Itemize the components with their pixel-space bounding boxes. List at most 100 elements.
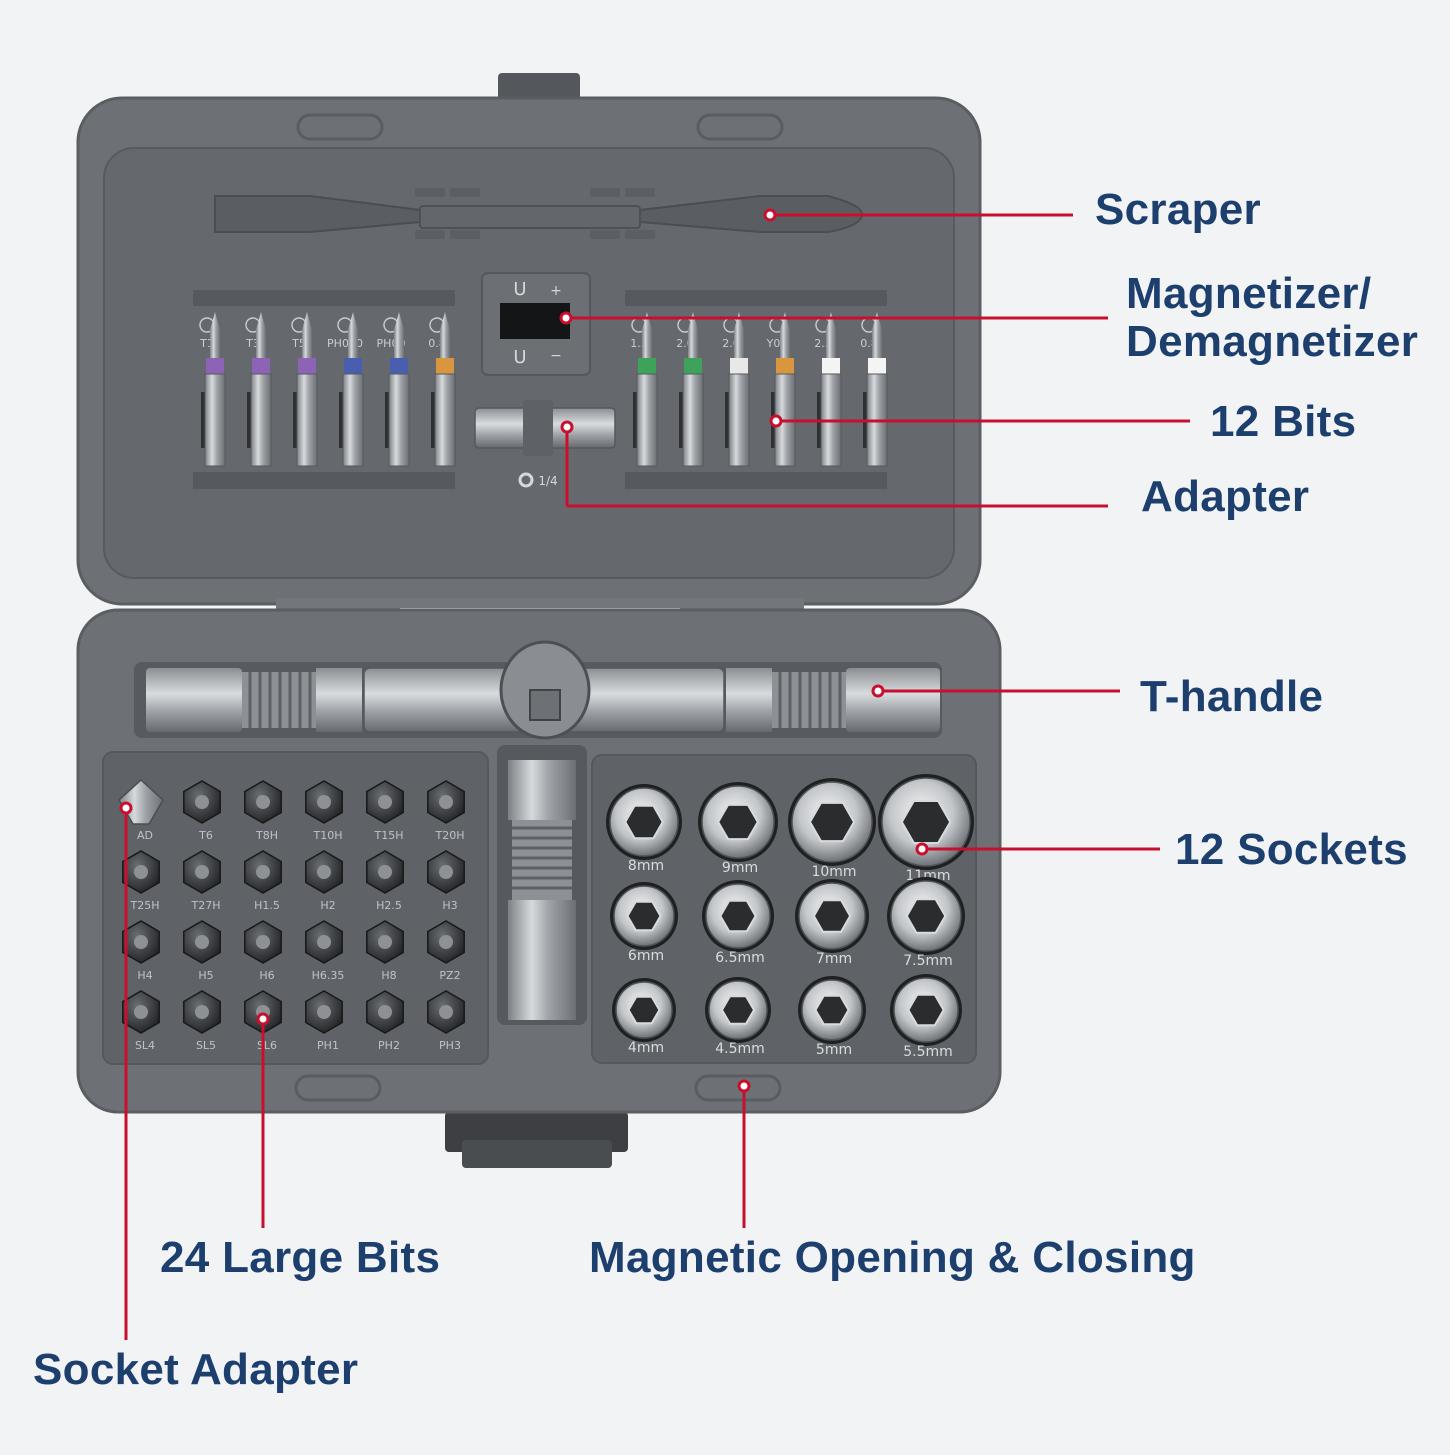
socket-hex-opening [624,804,664,840]
precision-bit-tip [734,312,744,360]
socket-size-label: 6.5mm [715,950,765,966]
precision-bit-band [252,358,270,374]
shaft-bottom [508,900,576,1020]
callout-dot [763,208,777,222]
large-bit-tip [378,795,392,809]
large-bit-tip [378,865,392,879]
precision-bit-band [206,358,224,374]
large-bit-tip [317,1005,331,1019]
scraper-clip [625,230,655,239]
t-handle [134,640,942,740]
callout-scraper: Scraper [1095,185,1261,234]
base-slot-left [294,1074,382,1102]
large-bit-tip [439,935,453,949]
base-slot-right [694,1074,782,1102]
socket-hex-opening [719,899,757,933]
adapter-clip [523,400,553,456]
scraper-clip [415,188,445,197]
callout-dot [119,801,133,815]
t-handle-collar-left [316,668,362,732]
scraper-clip [450,230,480,239]
large-bit-label: T27H [191,899,221,912]
precision-bit-band [344,358,362,374]
socket-hex-opening [808,801,856,843]
socket-hex-opening [720,995,756,1025]
shaft-top [508,760,576,820]
large-bit-label: PZ2 [439,969,460,982]
adapter-size-label: 1/4 [538,474,557,488]
large-bit-label: T10H [313,829,343,842]
callout-12-bits: 12 Bits [1210,397,1357,446]
precision-bit-band [822,358,840,374]
large-bit-label: H4 [137,969,152,982]
large-bit-tip [256,935,270,949]
large-bit-label: T8H [255,829,278,842]
precision-bit-tip [210,312,220,360]
lid-slot-right [696,113,784,141]
t-handle-collar-right [726,668,772,732]
precision-bit-shank [434,373,456,467]
socket-hex-opening [627,995,661,1025]
socket-hex-opening [907,993,945,1027]
precision-bit-tip [688,312,698,360]
large-bit-label: T20H [435,829,465,842]
magnetizer-mark: U [513,347,526,368]
precision-bit-band [390,358,408,374]
callout-dot [737,1079,751,1093]
callout-dot [559,311,573,325]
large-bit-label: T15H [374,829,404,842]
socket-size-label: 7.5mm [903,953,953,969]
precision-bit-tip [780,312,790,360]
precision-bit-shank [636,373,658,467]
large-bit-label: SL4 [135,1039,155,1052]
socket-size-label: 5.5mm [903,1044,953,1060]
precision-bit-band [776,358,794,374]
callout-magnetizer-line1: Magnetizer/ [1126,269,1372,318]
socket-size-label: 7mm [816,951,852,967]
large-bit-tip [439,1005,453,1019]
precision-bit-shank [204,373,226,467]
socket-size-label: 4.5mm [715,1041,765,1057]
large-bit-label: T6 [198,829,213,842]
large-bit-tip [378,1005,392,1019]
large-bit-tip [195,865,209,879]
large-bit-label: PH1 [317,1039,339,1052]
bit-adapter: 1/4 [474,400,616,488]
large-bit-label: PH3 [439,1039,461,1052]
precision-bit-shank [728,373,750,467]
large-bit-tip [134,865,148,879]
precision-bit-shank [388,373,410,467]
large-bit-label: H2 [320,899,335,912]
callout-dot [769,414,783,428]
large-bit-tip [378,935,392,949]
socket-size-label: 10mm [811,864,856,880]
bottom-clasp-lip [462,1140,612,1168]
bit-holder-top [625,290,887,306]
callout-dot [915,842,929,856]
t-handle-end-right [846,668,940,732]
large-bit-tip [256,865,270,879]
socket-hex-opening [900,800,952,844]
lid-slot-left [296,113,384,141]
large-bit-tip [134,935,148,949]
socket-hex-opening [812,899,852,933]
precision-bit-band [298,358,316,374]
precision-bit-tip [302,312,312,360]
precision-bit-shank [682,373,704,467]
bit-holder-bottom [625,472,887,489]
large-bit-tip [317,935,331,949]
adapter-size-icon [518,472,534,488]
large-bit-label: H6 [259,969,274,982]
bit-holder-bottom [193,472,455,489]
precision-bit-shank [296,373,318,467]
large-bit-tip [317,865,331,879]
socket-size-label: 8mm [628,858,664,874]
large-bit-label: PH2 [378,1039,400,1052]
magnetizer-mark: + [550,283,562,299]
large-bit-label: H6.35 [312,969,345,982]
socket-hex-opening [814,994,850,1026]
scraper-clip [625,188,655,197]
